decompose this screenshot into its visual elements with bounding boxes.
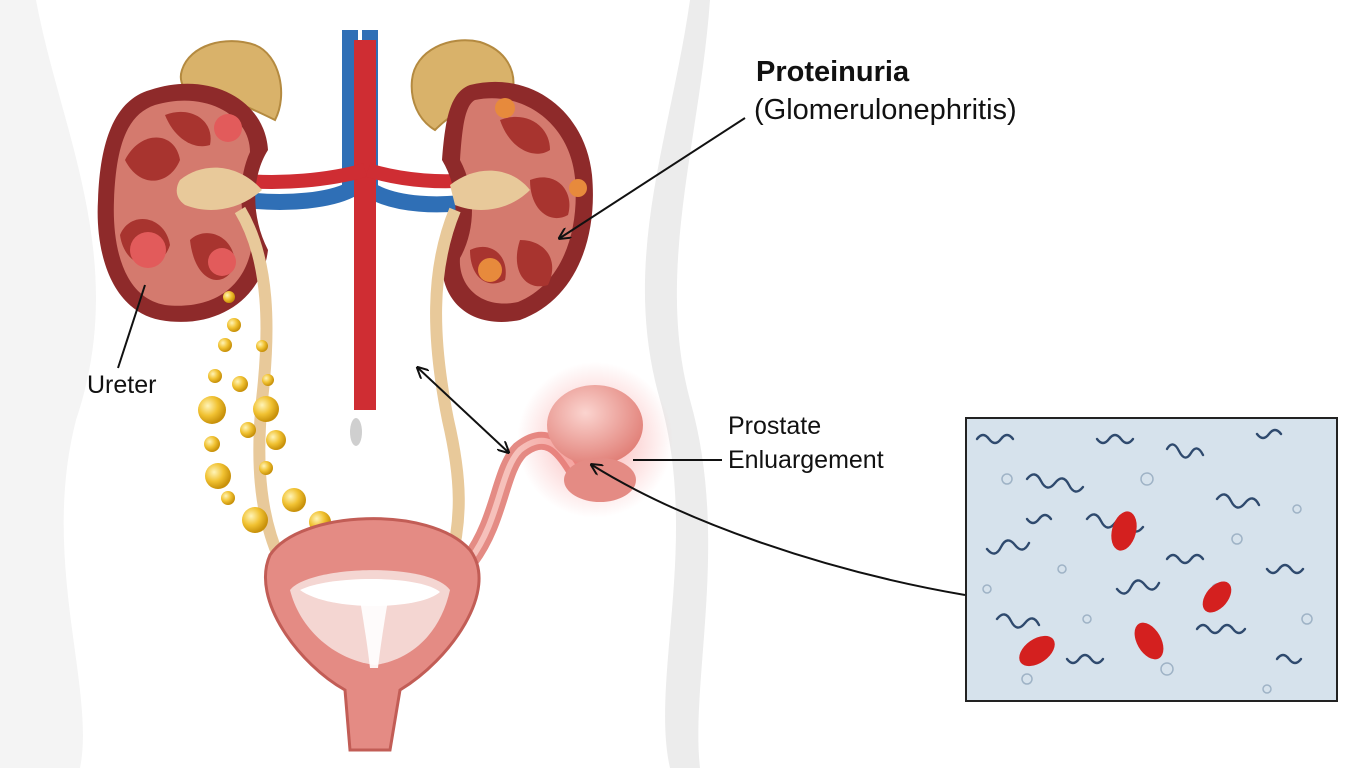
microscope-inset [965,417,1338,702]
protein-droplets [198,291,355,563]
left-kidney [97,83,268,322]
bacteria-spirals [975,428,1305,665]
ureter-label: Ureter [87,371,157,399]
bladder [263,517,481,752]
prostate-label-line2: Enluargement [728,446,884,474]
torso-outline [0,0,710,768]
proteinuria-arrow [560,117,746,238]
ureter-pointer [117,284,146,369]
microscope-arrow [592,465,966,596]
right-kidney [441,81,593,322]
glomerulonephritis-subtitle: (Glomerulonephritis) [754,94,1017,126]
annotation-arrows [117,117,966,596]
proteinuria-title: Proteinuria [756,56,910,88]
double-arrow [418,368,508,452]
prostate [517,362,673,518]
prostate-label-line1: Prostate [728,412,822,440]
red-blood-cells [1019,511,1232,667]
